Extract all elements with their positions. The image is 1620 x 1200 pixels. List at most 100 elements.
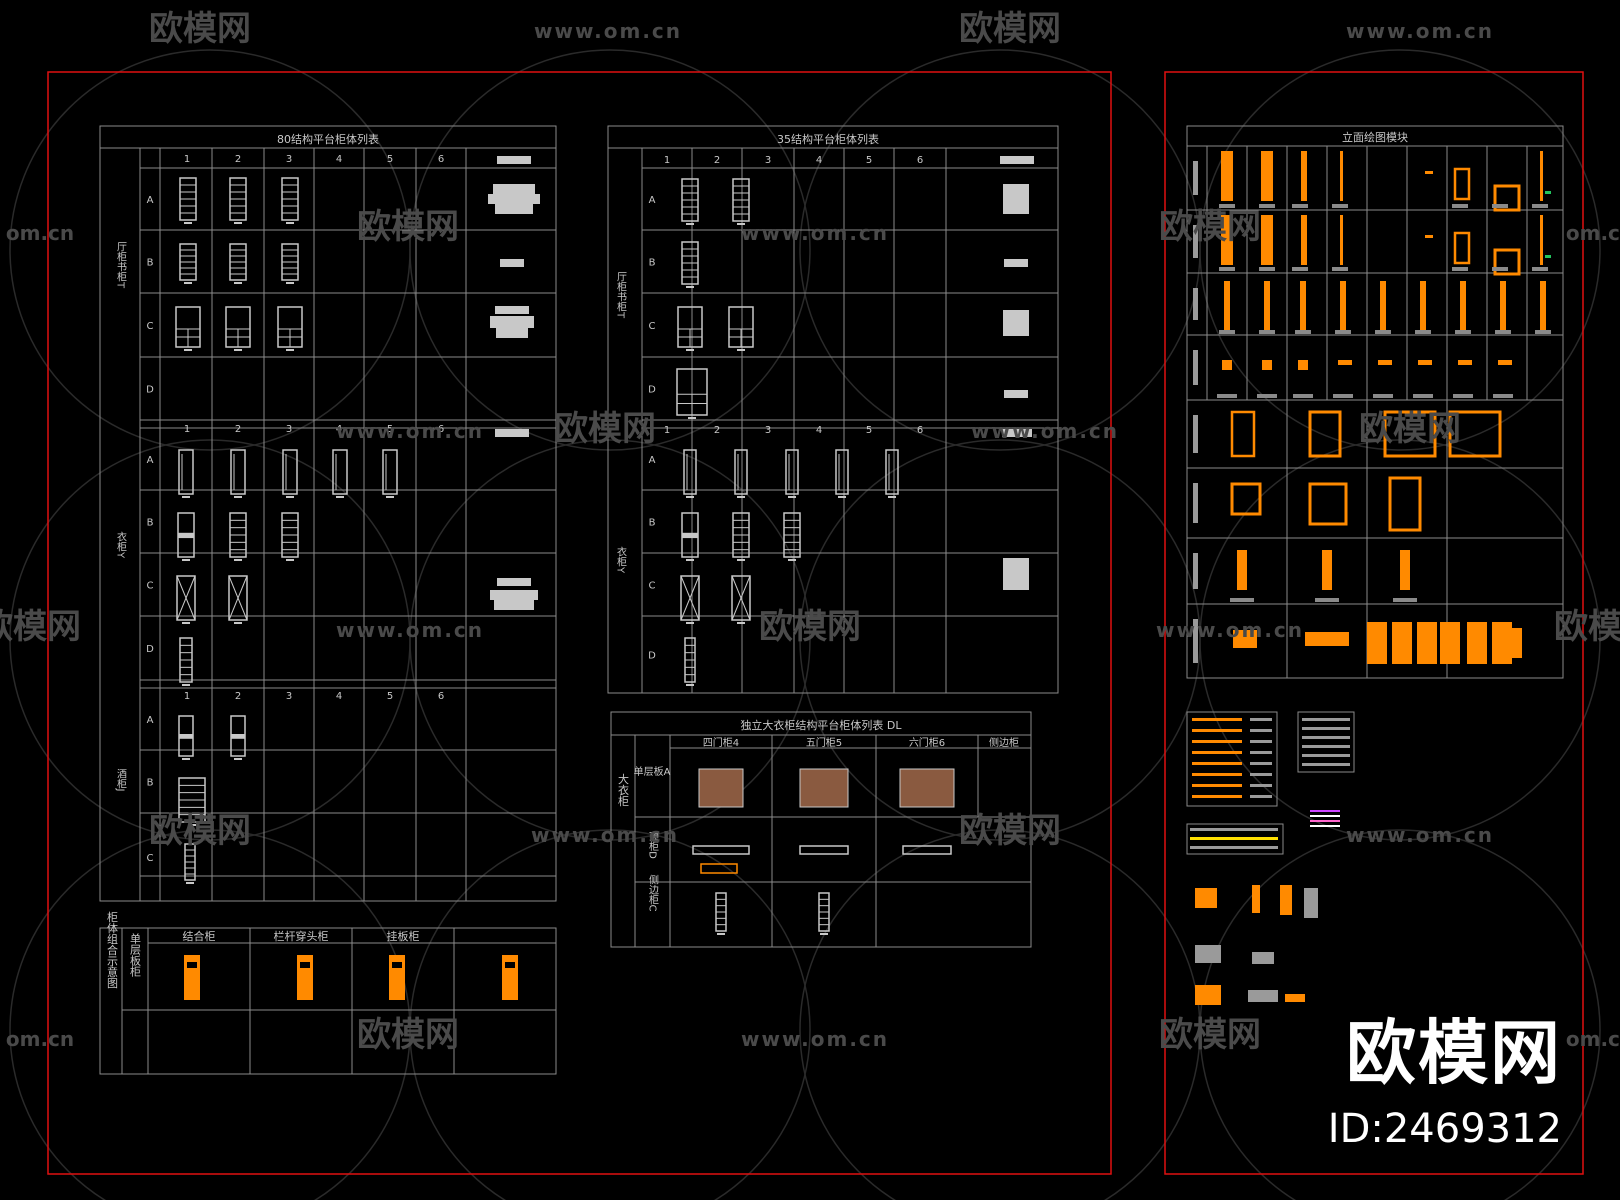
cabinet-block: [282, 449, 298, 498]
watermark-circle: [9, 829, 411, 1200]
table-80-col-label: 6: [438, 691, 444, 702]
cabinet-base: [234, 222, 242, 224]
elevation-side-marker: [1193, 288, 1198, 320]
elevation-cabinet: [1233, 630, 1257, 648]
legend-strip: [1250, 751, 1272, 754]
elevation-column: [1460, 281, 1466, 331]
solid-block: [496, 328, 528, 338]
cabinet-block: [229, 512, 247, 561]
cabinet-base: [234, 622, 242, 624]
cabinet-block: [734, 449, 748, 498]
legend-block-group: [1186, 823, 1284, 855]
combo-orange-cabinet: [297, 955, 313, 1000]
cabinet-base: [182, 622, 190, 624]
cabinet-outline: [785, 449, 799, 495]
table-35-col-label: 3: [765, 425, 771, 436]
watermark-url: www.om.cn: [336, 419, 484, 443]
cabinet-base: [234, 349, 242, 351]
solid-block: [1004, 259, 1028, 267]
cabinet-block: [785, 449, 799, 498]
cabinet-block: [732, 178, 750, 225]
table-80-col-label: 4: [336, 691, 342, 702]
cabinet-base: [737, 223, 745, 225]
legend-block-group: [1186, 711, 1278, 807]
combo-cabinet-detail: [300, 962, 310, 968]
elevation-window: [1388, 476, 1422, 532]
elevation-panel: [1493, 184, 1521, 212]
wardrobe-block: [699, 769, 743, 807]
standalone-table-structure: [610, 711, 1032, 948]
table-35-col-label: 4: [816, 155, 822, 166]
watermark-brand: 欧模网: [554, 409, 656, 449]
elevation-cabinet: [1417, 622, 1437, 664]
elevation-side-marker: [1193, 161, 1198, 195]
watermark-brand: 欧模网: [1359, 409, 1461, 449]
elevation-side-marker: [1193, 350, 1198, 385]
cabinet-block: [681, 241, 699, 288]
watermark-brand: 欧模网: [149, 811, 251, 851]
elevation-base: [1292, 267, 1308, 271]
watermark-circle: [1199, 829, 1601, 1200]
elevation-cabinet: [1440, 622, 1460, 664]
table-80-col-label: 5: [387, 154, 393, 165]
combo-cabinet-detail: [187, 962, 197, 968]
watermark-url-partial: om.cn: [1566, 1027, 1620, 1051]
cabinet-outline: [228, 575, 248, 621]
elevation-base: [1375, 330, 1391, 334]
solid-block: [1261, 151, 1273, 201]
cabinet-block: [281, 243, 299, 284]
table-80-col-label: 2: [235, 154, 241, 165]
standalone-col-4: 侧边柜: [989, 736, 1019, 749]
elevation-base: [1259, 330, 1275, 334]
solid-block: [1261, 215, 1273, 265]
combo-col-3: 挂板柜: [387, 929, 420, 943]
legend-strip: [1192, 718, 1242, 721]
solid-block: [1340, 215, 1343, 265]
standalone-col-2: 五门柜5: [806, 736, 842, 749]
cabinet-base: [686, 286, 694, 288]
table-80-col-label: 6: [438, 424, 444, 435]
combo-table-structure: [99, 927, 557, 1075]
elevation-base: [1219, 330, 1235, 334]
watermark-url: www.om.cn: [1156, 618, 1304, 642]
wardrobe-top-cabinet: [902, 845, 952, 855]
cabinet-block: [175, 306, 201, 351]
watermark-brand: 欧模网: [959, 811, 1061, 851]
watermark-brand: 欧模网: [1554, 607, 1620, 647]
legend-cabinet: [1195, 945, 1221, 963]
watermark-url: www.om.cn: [1346, 19, 1494, 43]
cabinet-outline: [176, 575, 196, 621]
table-80-col-label: 3: [286, 424, 292, 435]
combo-col-2: 栏杆穿头柜: [274, 929, 329, 943]
cabinet-base: [686, 223, 694, 225]
elevation-base: [1293, 394, 1313, 398]
cabinet-outline: [731, 575, 751, 621]
combo-orange-cabinet: [184, 955, 200, 1000]
standalone-row-2: 顶柜D: [647, 831, 659, 859]
table-80-col-label: 2: [235, 691, 241, 702]
table-80-group-label: 厅柜书柜T: [115, 242, 127, 289]
cabinet-cross: [176, 575, 196, 621]
elevation-base: [1257, 394, 1277, 398]
combo-cabinet-detail: [392, 962, 402, 968]
cabinet-block: [715, 892, 727, 935]
cabinet-outline: [382, 449, 398, 495]
watermark-brand: 欧模网: [959, 9, 1061, 49]
cabinet-drawer: [178, 532, 194, 539]
elevation-base: [1532, 267, 1548, 271]
cabinet-base: [184, 222, 192, 224]
elevation-tall-panel: [1322, 550, 1332, 590]
cabinet-base: [286, 349, 294, 351]
cabinet-drawer: [179, 734, 193, 739]
watermark-brand-large: 欧模网: [1346, 1012, 1562, 1094]
cabinet-block: [228, 575, 248, 624]
elevation-column: [1300, 281, 1306, 331]
watermark-url: www.om.cn: [741, 221, 889, 245]
elevation-panel: [1453, 231, 1471, 265]
combo-orange-cabinet: [389, 955, 405, 1000]
watermark-url-partial: om.cn: [6, 1027, 74, 1051]
wardrobe-top-cabinet: [700, 863, 738, 874]
elevation-column: [1500, 281, 1506, 331]
table-80-row-label: D: [146, 385, 154, 396]
